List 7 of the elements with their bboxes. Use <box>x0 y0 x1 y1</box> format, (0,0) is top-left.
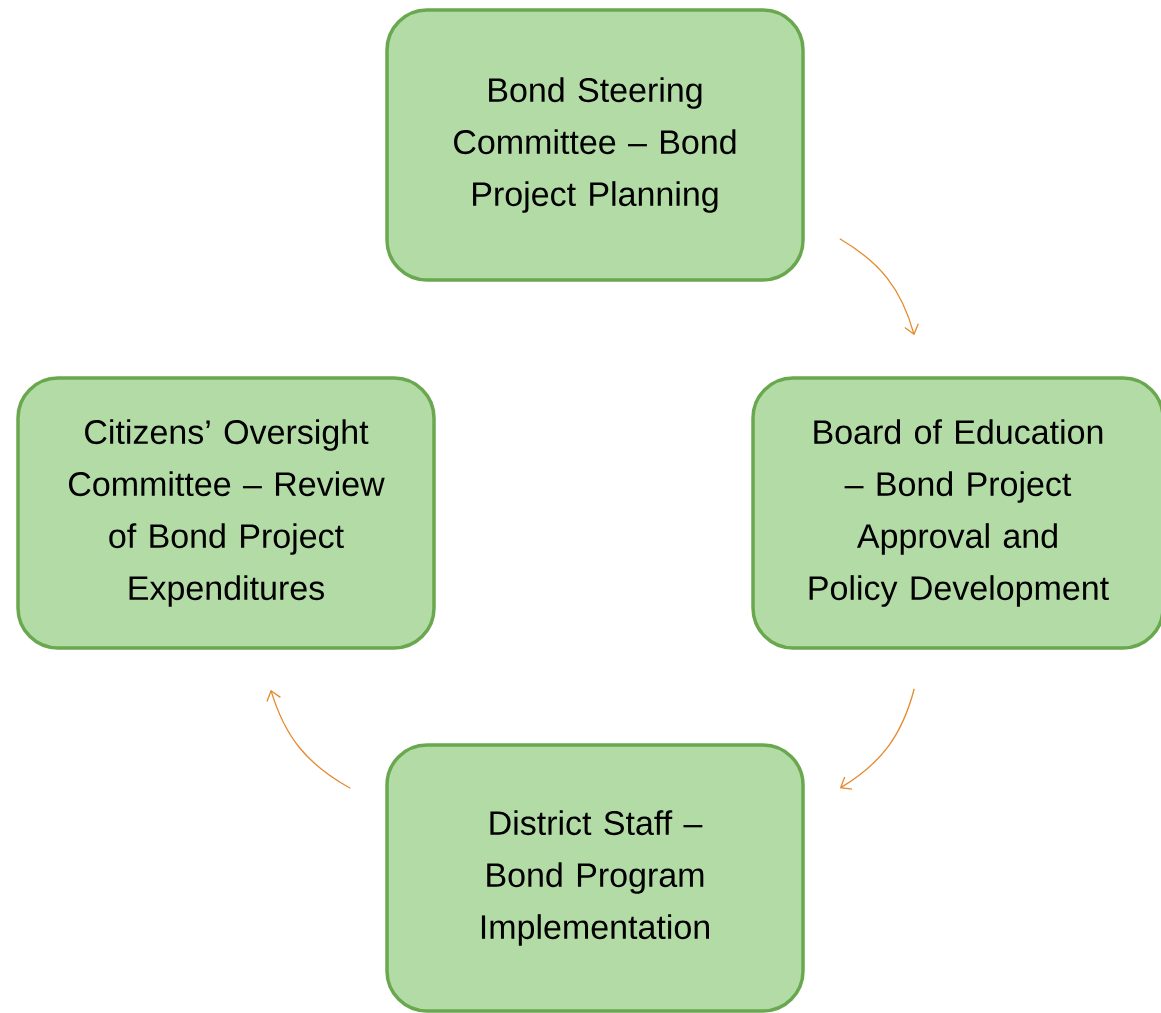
arrow <box>266 689 351 789</box>
process-box: Bond Steering Committee – Bond Project Planning <box>385 8 805 282</box>
process-box: Board of Education – Bond Project Approval and Policy Development <box>751 376 1161 650</box>
arrow <box>839 238 919 336</box>
arrow <box>839 688 915 790</box>
process-box: District Staff – Bond Program Implementation <box>385 743 805 1013</box>
process-box: Citizens’ Oversight Committee – Review of Bond Project Expenditures <box>16 376 436 650</box>
